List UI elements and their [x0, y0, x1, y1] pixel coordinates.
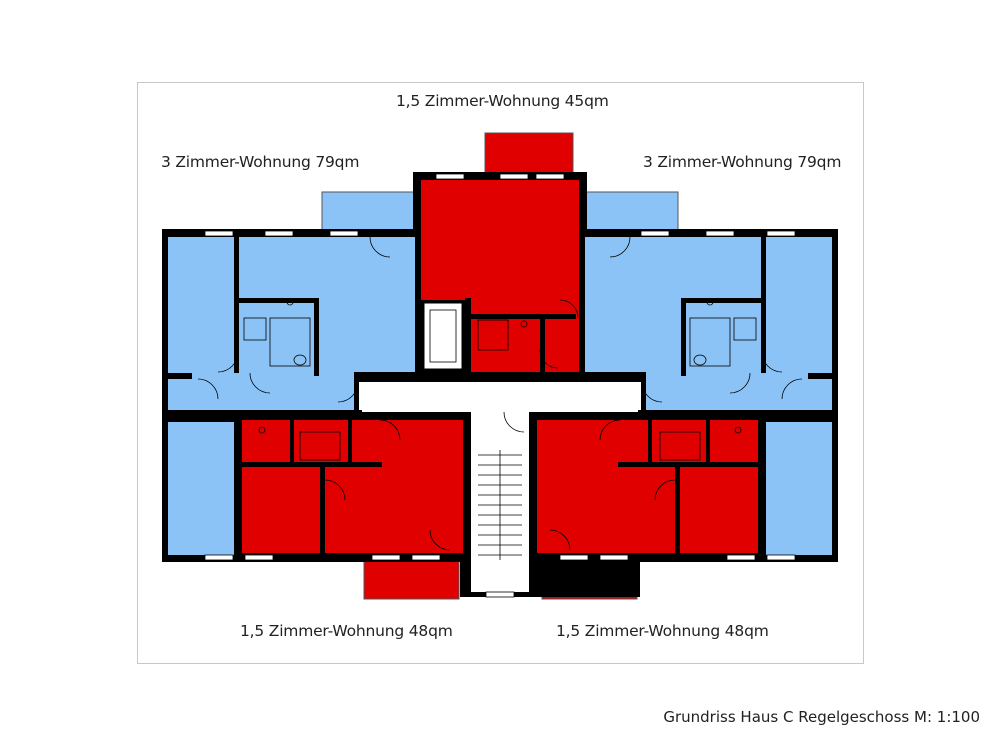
door-swings — [197, 236, 803, 551]
unit-bottom-left — [242, 420, 463, 553]
fixtures — [243, 298, 757, 461]
unit-top-lower — [470, 300, 579, 372]
corridor — [358, 382, 642, 412]
label-right-unit: 3 Zimmer-Wohnung 79qm — [643, 153, 842, 171]
label-top-unit: 1,5 Zimmer-Wohnung 45qm — [396, 92, 609, 110]
unit-top — [421, 180, 579, 300]
label-bottom-left-unit: 1,5 Zimmer-Wohnung 48qm — [240, 622, 453, 640]
stair-steps — [478, 450, 522, 560]
balcony-right — [585, 191, 679, 233]
plan-caption: Grundriss Haus C Regelgeschoss M: 1:100 — [663, 708, 980, 726]
unit-bottom-right — [537, 420, 758, 553]
unit-right-hall — [642, 373, 832, 413]
windows — [204, 173, 796, 598]
interior-walls — [162, 237, 838, 562]
unit-left-room-lower — [168, 422, 234, 555]
balcony-left — [321, 191, 415, 233]
unit-left-hall — [168, 373, 358, 413]
balcony-top — [484, 132, 574, 174]
corridor-left-end — [358, 382, 368, 412]
label-bottom-right-unit: 1,5 Zimmer-Wohnung 48qm — [556, 622, 769, 640]
unit-right-room-lower — [766, 422, 832, 555]
label-left-unit: 3 Zimmer-Wohnung 79qm — [161, 153, 360, 171]
balcony-bottom-left — [363, 556, 460, 600]
shaft-inner — [429, 309, 457, 363]
